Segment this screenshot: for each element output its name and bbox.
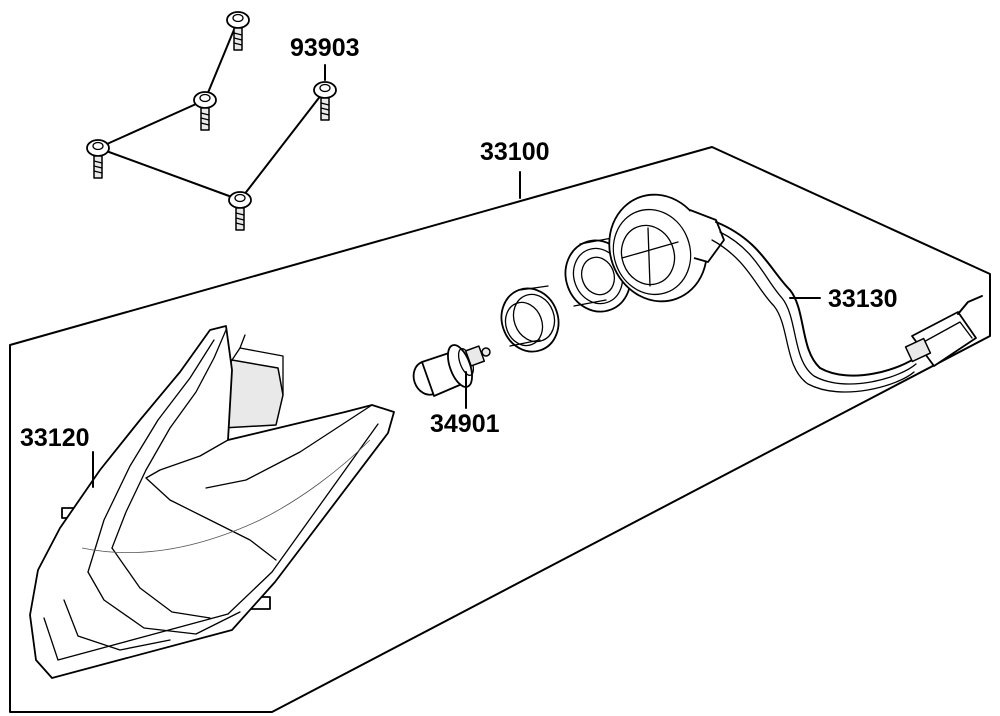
label-33130: 33130 bbox=[828, 285, 898, 313]
screw-group bbox=[86, 11, 337, 231]
screw-5 bbox=[313, 81, 337, 121]
label-33100: 33100 bbox=[480, 138, 550, 166]
screw-4 bbox=[228, 191, 252, 231]
screw-1 bbox=[226, 11, 250, 51]
retaining-ring bbox=[500, 285, 560, 353]
headlight-housing bbox=[29, 325, 395, 679]
assembly-outline-box bbox=[9, 146, 991, 713]
wiring-harness bbox=[608, 193, 983, 393]
headlight-bulb bbox=[412, 344, 491, 397]
screw-2 bbox=[193, 91, 217, 131]
label-34901: 34901 bbox=[430, 410, 500, 438]
screw-3 bbox=[86, 139, 110, 179]
label-93903: 93903 bbox=[290, 34, 360, 62]
leader-lines bbox=[92, 64, 821, 488]
label-33120: 33120 bbox=[20, 424, 90, 452]
